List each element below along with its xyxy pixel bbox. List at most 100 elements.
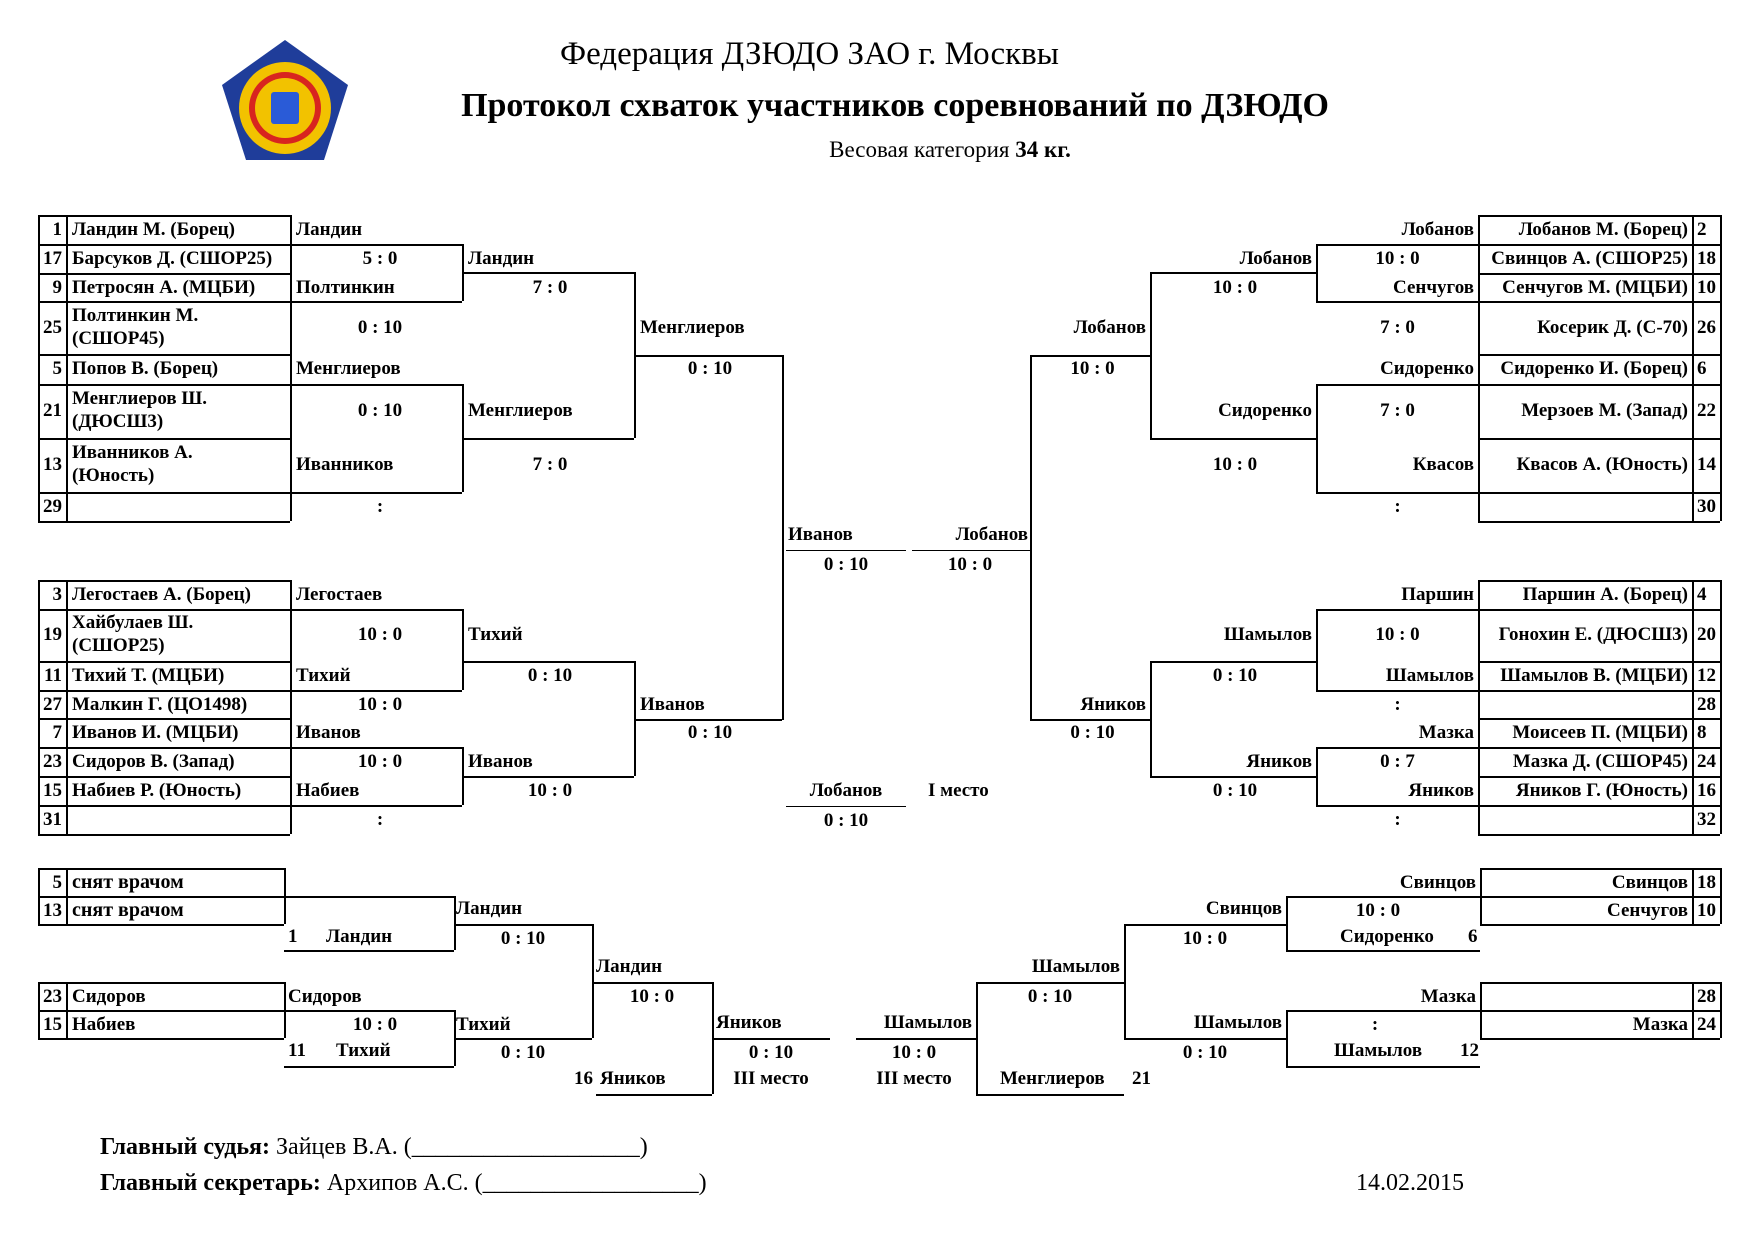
bronze-winner: Шамылов <box>883 1012 972 1033</box>
weight-category: Весовая категория 34 кг. <box>700 137 1200 163</box>
entrant-name: Косерик Д. (С-70) <box>1537 317 1688 338</box>
bronze-score: 0 : 10 <box>748 1042 794 1063</box>
entrant-num: 10 <box>1697 277 1716 298</box>
entrant-num: 11 <box>44 665 62 686</box>
repechage-r3-score: 0 : 10 <box>1027 986 1073 1007</box>
federation-name: Федерация ДЗЮДО ЗАО г. Москвы <box>560 36 1059 72</box>
entrant-num: 27 <box>43 694 62 715</box>
round1-winner: Сенчугов <box>1393 277 1474 298</box>
repechage-name: Набиев <box>72 1014 136 1035</box>
repechage-r1-winner: Свинцов <box>1399 872 1476 893</box>
entrant-num: 26 <box>1697 317 1716 338</box>
repechage-r1-score: 10 : 0 <box>352 1014 398 1035</box>
entrant-num: 31 <box>43 809 62 830</box>
round3-winner: Лобанов <box>1073 317 1146 338</box>
round2-winner: Тихий <box>468 624 523 645</box>
semifinal-left-winner: Иванов <box>788 524 853 545</box>
round2-score: 0 : 10 <box>1212 780 1258 801</box>
entrant-name: Иванов И. (МЦБИ) <box>72 722 239 743</box>
repechage-num: 23 <box>43 986 62 1007</box>
round1-score: 0 : 10 <box>357 400 403 421</box>
entrant-num: 3 <box>52 584 63 605</box>
entrant-num: 32 <box>1697 809 1716 830</box>
entrant-name: Квасов А. (Юность) <box>1516 454 1688 475</box>
chief-judge-label: Главный судья: <box>100 1134 271 1160</box>
round2-score: 0 : 10 <box>527 665 573 686</box>
entrant-num: 9 <box>52 277 63 298</box>
round1-score: 0 : 7 <box>1380 751 1415 772</box>
round1-score: 10 : 0 <box>1375 248 1420 269</box>
repechage-r3-score: 10 : 0 <box>629 986 675 1007</box>
entrant-name: Барсуков Д. (СШОР25) <box>72 248 273 269</box>
semifinal-right-winner: Лобанов <box>955 524 1028 545</box>
round1-score: : <box>376 496 384 517</box>
entrant-name: Свинцов А. (СШОР25) <box>1491 248 1688 269</box>
entrant-num: 29 <box>43 496 62 517</box>
round2-winner: Лобанов <box>1239 248 1312 269</box>
round1-winner: Сидоренко <box>1380 358 1474 379</box>
final-winner: Лобанов <box>809 780 883 801</box>
entrant-name: Хайбулаев Ш. (СШОР25) <box>72 612 194 656</box>
round1-score: 5 : 0 <box>362 248 398 269</box>
round1-winner: Менглиеров <box>296 358 401 379</box>
repechage-name: Мазка <box>1632 1014 1688 1035</box>
repechage-name: снят врачом <box>72 899 184 921</box>
entrant-num: 22 <box>1697 400 1716 421</box>
round2-winner: Яников <box>1246 751 1312 772</box>
semifinal-left-score: 0 : 10 <box>823 554 869 575</box>
repechage-name: Сенчугов <box>1607 900 1688 921</box>
repechage-r1-score: : <box>1371 1014 1379 1035</box>
entrant-name: Петросян А. (МЦБИ) <box>72 277 256 298</box>
entrant-num: 14 <box>1697 454 1716 475</box>
entrant-name: Мерзоев М. (Запад) <box>1521 400 1688 421</box>
entrant-name: Тихий Т. (МЦБИ) <box>72 665 225 686</box>
protocol-title: Протокол схваток участников соревнований… <box>461 87 1329 124</box>
repechage-r1-winner: Ландин <box>456 898 523 919</box>
entrant-num: 5 <box>52 358 63 379</box>
entrant-name: Моисеев П. (МЦБИ) <box>1512 722 1688 743</box>
entrant-num: 2 <box>1697 219 1707 240</box>
entrant-name: Паршин А. (Борец) <box>1522 584 1688 605</box>
repechage-num: 10 <box>1697 900 1716 921</box>
chief-secretary-line: Главный секретарь: Архипов А.С. (_______… <box>100 1170 707 1197</box>
entrant-num: 24 <box>1697 751 1716 772</box>
entrant-num: 12 <box>1697 665 1716 686</box>
round1-score: 0 : 10 <box>357 317 403 338</box>
round1-winner: Набиев <box>296 780 360 801</box>
round2-score: 7 : 0 <box>532 454 568 475</box>
entrant-num: 28 <box>1697 694 1716 715</box>
entrant-num: 21 <box>43 400 62 421</box>
entrant-num: 23 <box>43 751 62 772</box>
round2-winner: Иванов <box>468 751 533 772</box>
entrant-num: 16 <box>1697 780 1716 801</box>
round1-score: 7 : 0 <box>1380 317 1415 338</box>
round1-score: 10 : 0 <box>357 751 403 772</box>
round1-score: 10 : 0 <box>357 624 403 645</box>
round1-score: 7 : 0 <box>1380 400 1415 421</box>
entrant-num: 18 <box>1697 248 1716 269</box>
round1-score: : <box>1394 694 1401 715</box>
repechage-feed-name: Ландин <box>326 926 393 947</box>
weight-value: 34 кг. <box>1015 137 1071 162</box>
entrant-name: Сидоров В. (Запад) <box>72 751 235 772</box>
bronze-place-label: III место <box>733 1068 809 1089</box>
first-place-label: I место <box>928 780 989 801</box>
repechage-feed-num: 12 <box>1460 1040 1479 1061</box>
round1-winner: Шамылов <box>1385 665 1474 686</box>
round1-winner: Квасов <box>1412 454 1474 475</box>
round1-winner: Лобанов <box>1401 219 1474 240</box>
repechage-feed-name: Шамылов <box>1334 1040 1423 1061</box>
round1-winner: Ландин <box>296 219 363 240</box>
entrant-name: Легостаев А. (Борец) <box>72 584 251 605</box>
round3-winner: Иванов <box>640 694 705 715</box>
round1-winner: Иванов <box>296 722 361 743</box>
repechage-feed-name: Сидоренко <box>1340 926 1434 947</box>
entrant-num: 1 <box>52 219 63 240</box>
round1-winner: Легостаев <box>296 584 383 605</box>
round1-score: 10 : 0 <box>357 694 403 715</box>
repechage-name: Свинцов <box>1611 872 1688 893</box>
repechage-feed-name: Тихий <box>336 1040 391 1061</box>
federation-emblem <box>222 40 348 160</box>
entrant-num: 8 <box>1697 722 1707 743</box>
entrant-name: Малкин Г. (ЦО1498) <box>72 694 248 715</box>
